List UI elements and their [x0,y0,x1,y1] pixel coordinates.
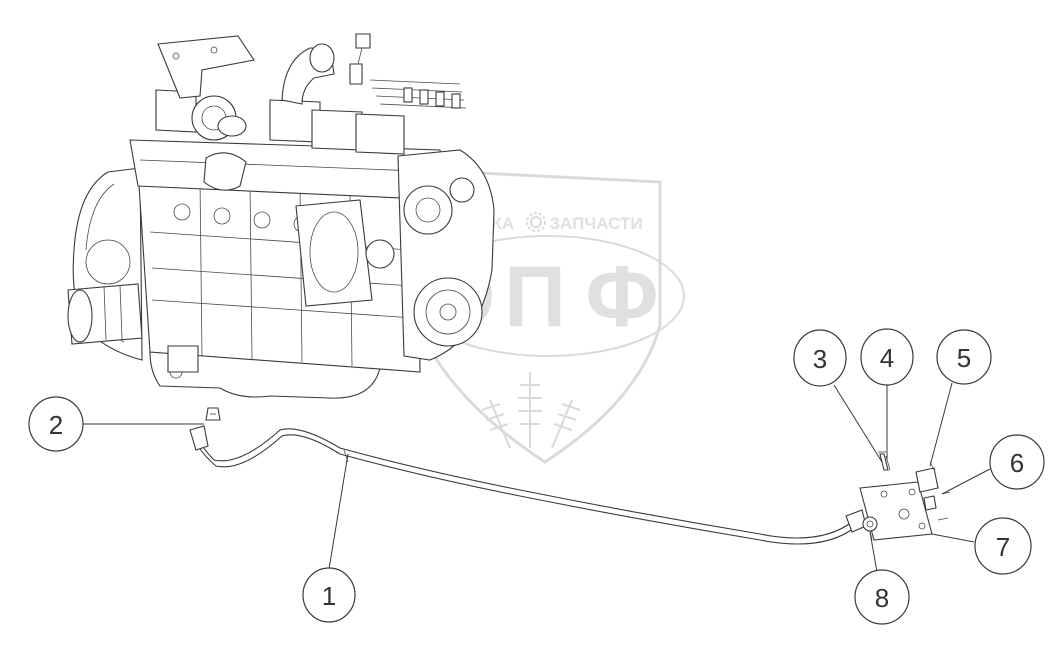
svg-text:5: 5 [957,343,971,373]
callout-7: 7 [974,517,1032,575]
watermark-letter: Ф [585,249,658,345]
callout-1: 1 [302,567,356,623]
callout-2: 2 [28,396,84,452]
callout-5: 5 [936,329,992,385]
gear-icon [526,212,546,232]
leader-lines [83,382,991,579]
svg-text:4: 4 [880,343,894,373]
watermark-right-text: ЗАПЧАСТИ [549,214,642,233]
svg-text:6: 6 [1010,448,1024,478]
part-3-screw [878,451,889,471]
part-6-nut [923,491,951,521]
svg-text:7: 7 [996,532,1010,562]
svg-text:3: 3 [813,344,827,374]
part-1-hose [189,425,867,545]
svg-text:8: 8 [875,583,889,613]
callout-8: 8 [854,569,910,625]
svg-text:1: 1 [322,581,336,611]
callout-4: 4 [860,328,914,386]
wheat-icon [481,372,581,449]
engine-drawing [67,33,495,399]
part-2-fitting [205,407,221,421]
part-5-connector [915,461,939,493]
callout-6: 6 [989,434,1045,490]
svg-text:2: 2 [49,410,63,440]
watermark-letter: П [504,249,566,345]
watermark-shield [416,168,662,464]
callout-3: 3 [793,329,847,387]
